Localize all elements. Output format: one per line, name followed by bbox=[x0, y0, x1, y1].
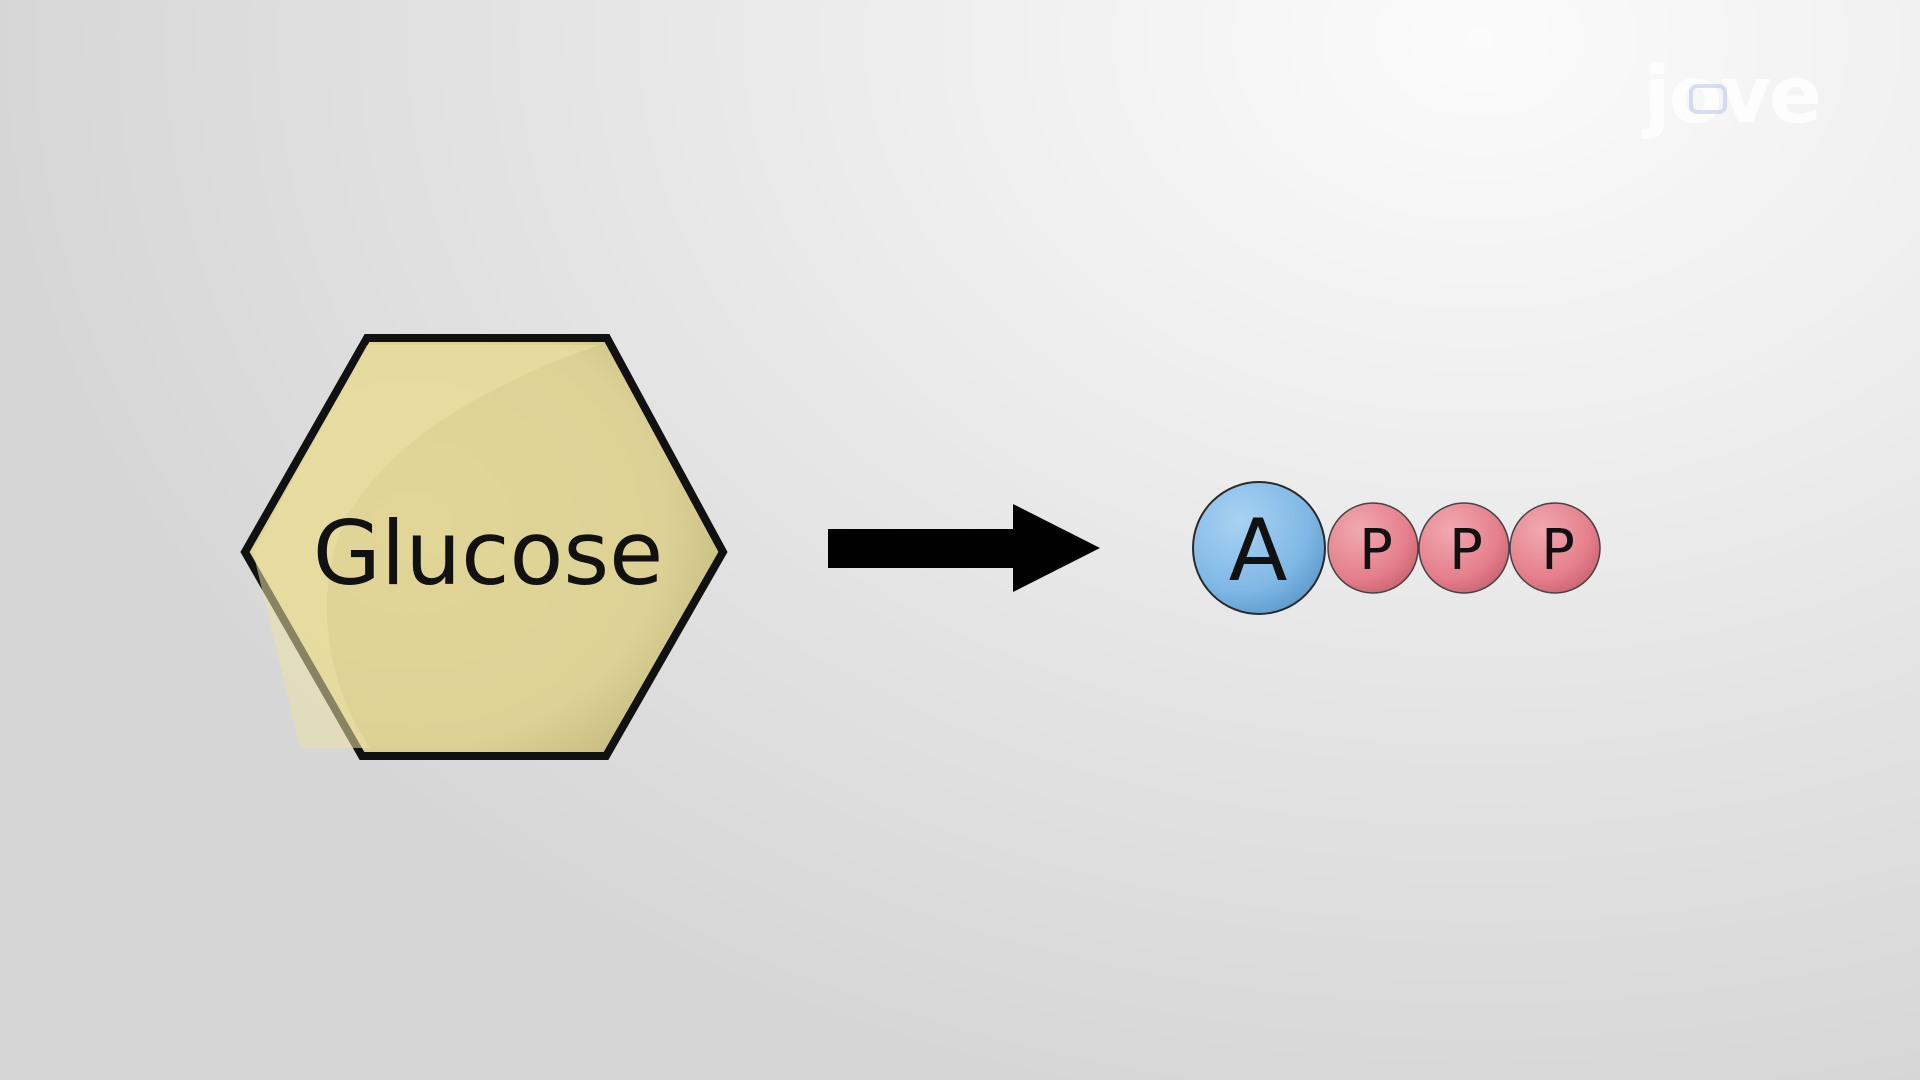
arrow-head bbox=[1013, 504, 1100, 592]
jove-logo-bubble bbox=[1689, 84, 1727, 114]
phosphate-2-label: P bbox=[1449, 518, 1483, 583]
adenosine-label: A bbox=[1229, 501, 1288, 601]
glucose-hexagon-highlight bbox=[253, 345, 600, 748]
phosphate-3: P bbox=[1509, 502, 1601, 594]
glucose-label: Glucose bbox=[313, 502, 664, 605]
atp-molecule: P P P A bbox=[1192, 481, 1601, 615]
jove-watermark: jove bbox=[1641, 51, 1820, 141]
reaction-arrow bbox=[828, 504, 1100, 592]
phosphate-2: P bbox=[1418, 502, 1510, 594]
adenosine: A bbox=[1192, 481, 1326, 615]
glucose-molecule: Glucose bbox=[240, 334, 728, 760]
phosphate-1: P bbox=[1327, 502, 1419, 594]
phosphate-1-label: P bbox=[1359, 518, 1393, 583]
jove-logo-icon: jove bbox=[1641, 51, 1822, 141]
phosphate-3-label: P bbox=[1541, 518, 1575, 583]
arrow-shaft bbox=[828, 529, 1018, 568]
